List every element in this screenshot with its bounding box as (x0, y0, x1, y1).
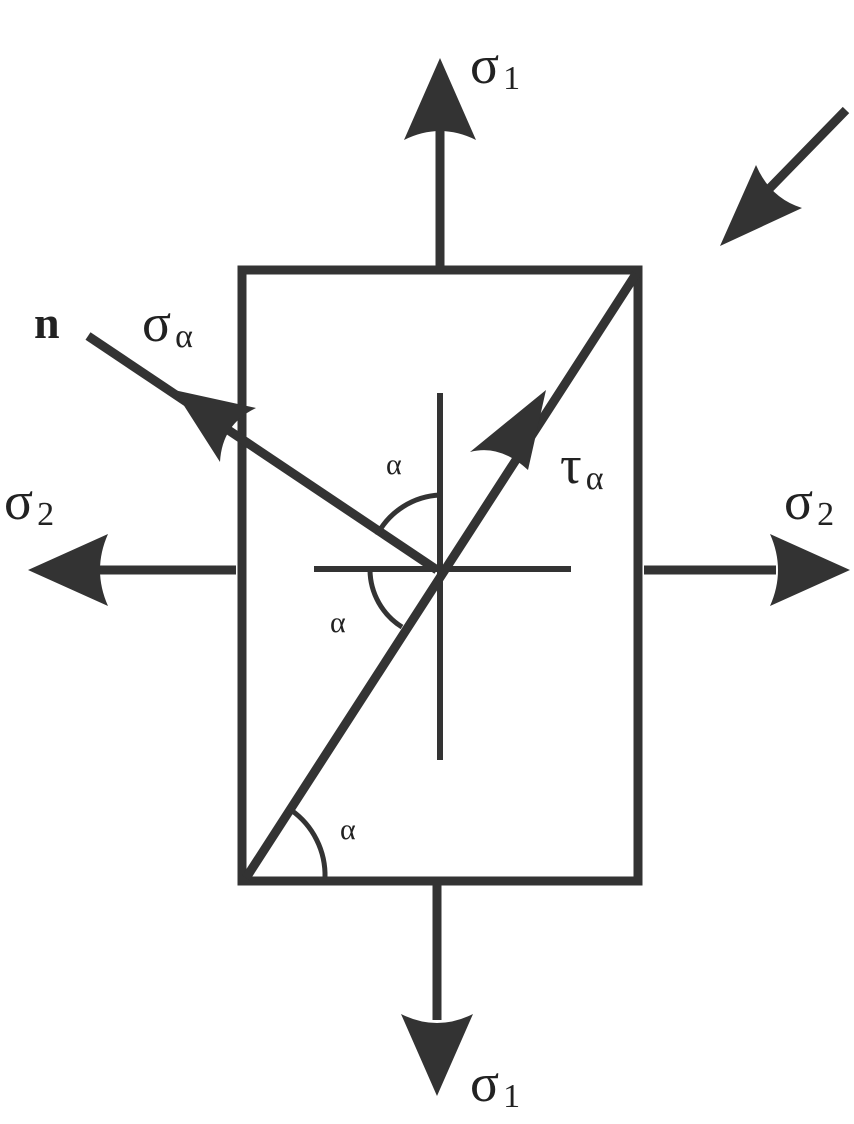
alpha-label-corner: α (340, 813, 356, 846)
tau-alpha-arrowhead (470, 390, 546, 470)
stress-element-box (237, 265, 643, 886)
normal-n-line (85, 332, 440, 574)
alpha-arc-corner (289, 807, 328, 879)
normal-n-label: n (34, 297, 60, 348)
sigma-2-left-arrowhead (28, 534, 108, 606)
view-direction-arrowhead (720, 165, 802, 246)
alpha-arc-center (367, 569, 404, 630)
sigma-1-top-arrowhead (404, 58, 476, 140)
sigma-alpha-arrowhead (174, 390, 256, 462)
sigma-1-bottom-arrowhead (401, 1014, 473, 1096)
alpha-arc-upper (374, 492, 441, 537)
view-direction-arrow-shaft (764, 106, 850, 194)
sigma-2-right-arrowhead (770, 534, 850, 606)
alpha-label-upper: α (386, 448, 402, 481)
alpha-label-center: α (330, 606, 346, 639)
